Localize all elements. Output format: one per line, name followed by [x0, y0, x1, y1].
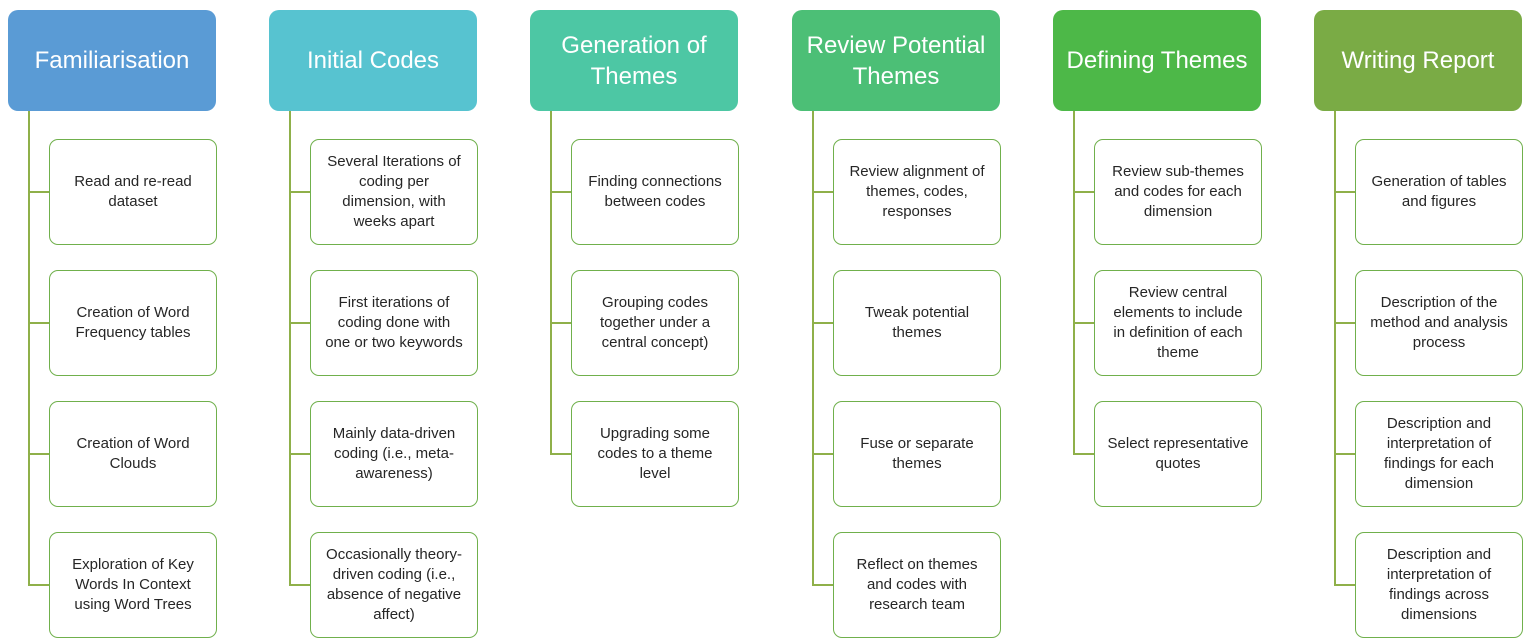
- step-box: First iterations of coding done with one…: [310, 270, 478, 376]
- step-box: Tweak potential themes: [833, 270, 1001, 376]
- step-box: Finding connections between codes: [571, 139, 739, 245]
- step-box: Mainly data-driven coding (i.e., meta- a…: [310, 401, 478, 507]
- step-box: Description of the method and analysis p…: [1355, 270, 1523, 376]
- stage-header: Defining Themes: [1053, 10, 1261, 111]
- stage-trunk-line: [1334, 111, 1336, 586]
- stage-header: Initial Codes: [269, 10, 477, 111]
- step-box: Review sub-themes and codes for each dim…: [1094, 139, 1262, 245]
- stage-header: Writing Report: [1314, 10, 1522, 111]
- stage-header: Familiarisation: [8, 10, 216, 111]
- connector-line: [813, 584, 833, 586]
- stage-trunk-line: [1073, 111, 1075, 455]
- connector-line: [29, 191, 49, 193]
- step-box: Upgrading some codes to a theme level: [571, 401, 739, 507]
- connector-line: [1074, 322, 1094, 324]
- step-box: Read and re-read dataset: [49, 139, 217, 245]
- connector-line: [29, 584, 49, 586]
- connector-line: [813, 453, 833, 455]
- connector-line: [551, 322, 571, 324]
- connector-line: [551, 453, 571, 455]
- step-box: Occasionally theory- driven coding (i.e.…: [310, 532, 478, 638]
- connector-line: [1335, 584, 1355, 586]
- connector-line: [1335, 322, 1355, 324]
- stage-header: Generation of Themes: [530, 10, 738, 111]
- step-box: Grouping codes together under a central …: [571, 270, 739, 376]
- step-box: Creation of Word Frequency tables: [49, 270, 217, 376]
- step-box: Select representative quotes: [1094, 401, 1262, 507]
- connector-line: [290, 584, 310, 586]
- connector-line: [551, 191, 571, 193]
- connector-line: [813, 191, 833, 193]
- connector-line: [1335, 191, 1355, 193]
- stage-trunk-line: [550, 111, 552, 455]
- connector-line: [29, 322, 49, 324]
- step-box: Several Iterations of coding per dimensi…: [310, 139, 478, 245]
- step-box: Reflect on themes and codes with researc…: [833, 532, 1001, 638]
- connector-line: [1074, 453, 1094, 455]
- stage-trunk-line: [28, 111, 30, 586]
- step-box: Description and interpretation of findin…: [1355, 401, 1523, 507]
- connector-line: [290, 453, 310, 455]
- step-box: Creation of Word Clouds: [49, 401, 217, 507]
- connector-line: [290, 191, 310, 193]
- step-box: Generation of tables and figures: [1355, 139, 1523, 245]
- stage-trunk-line: [812, 111, 814, 586]
- stage-trunk-line: [289, 111, 291, 586]
- step-box: Description and interpretation of findin…: [1355, 532, 1523, 638]
- step-box: Exploration of Key Words In Context usin…: [49, 532, 217, 638]
- step-box: Review central elements to include in de…: [1094, 270, 1262, 376]
- step-box: Review alignment of themes, codes, respo…: [833, 139, 1001, 245]
- connector-line: [813, 322, 833, 324]
- step-box: Fuse or separate themes: [833, 401, 1001, 507]
- stage-header: Review Potential Themes: [792, 10, 1000, 111]
- connector-line: [290, 322, 310, 324]
- connector-line: [1335, 453, 1355, 455]
- connector-line: [1074, 191, 1094, 193]
- connector-line: [29, 453, 49, 455]
